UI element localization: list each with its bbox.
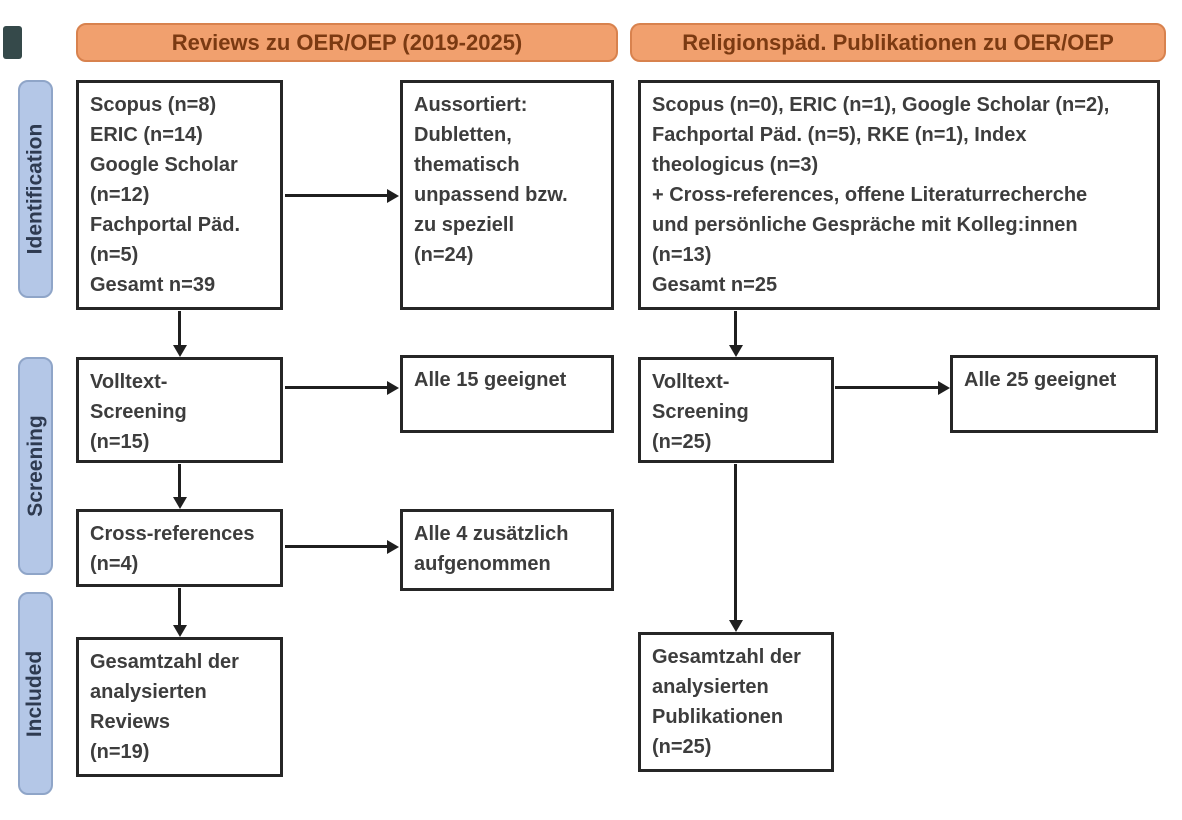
arrow-head-icon xyxy=(729,620,743,632)
arrow-shaft xyxy=(178,311,181,348)
arrow-head-icon xyxy=(387,189,399,203)
stage-label-screening: Screening xyxy=(18,357,53,575)
arrow-shaft xyxy=(285,386,390,389)
arrow-left-fulltext-to-result xyxy=(285,381,399,395)
flow-box-right-fulltext-screening: Volltext- Screening (n=25) xyxy=(638,357,834,463)
arrow-head-icon xyxy=(387,381,399,395)
stage-label-included-text: Included xyxy=(23,650,47,737)
arrow-head-icon xyxy=(938,381,950,395)
arrow-right-fulltext-down xyxy=(729,464,743,632)
flow-box-right-sources: Scopus (n=0), ERIC (n=1), Google Scholar… xyxy=(638,80,1160,310)
arrow-shaft xyxy=(835,386,941,389)
stage-label-screening-text: Screening xyxy=(23,415,47,517)
flow-box-left-fulltext-result: Alle 15 geeignet xyxy=(400,355,614,433)
corner-artifact-square xyxy=(3,26,22,59)
flow-box-right-included-total: Gesamtzahl der analysierten Publikatione… xyxy=(638,632,834,772)
arrow-left-sources-down xyxy=(173,311,187,357)
arrow-shaft xyxy=(285,194,390,197)
flow-box-left-excluded: Aussortiert: Dubletten, thematisch unpas… xyxy=(400,80,614,310)
arrow-left-fulltext-down xyxy=(173,464,187,509)
arrow-shaft xyxy=(734,464,737,623)
arrow-shaft xyxy=(734,311,737,348)
arrow-shaft xyxy=(178,588,181,628)
arrow-head-icon xyxy=(173,625,187,637)
arrow-head-icon xyxy=(387,540,399,554)
stage-label-identification: Identification xyxy=(18,80,53,298)
arrow-shaft xyxy=(285,545,390,548)
flow-box-left-included-total: Gesamtzahl der analysierten Reviews (n=1… xyxy=(76,637,283,777)
column-header-religionspaed: Religionspäd. Publikationen zu OER/OEP xyxy=(630,23,1166,62)
arrow-right-sources-down xyxy=(729,311,743,357)
flow-box-left-sources: Scopus (n=8) ERIC (n=14) Google Scholar … xyxy=(76,80,283,310)
arrow-left-crossref-to-result xyxy=(285,540,399,554)
flow-box-left-crossreferences: Cross-references (n=4) xyxy=(76,509,283,587)
column-header-reviews: Reviews zu OER/OEP (2019-2025) xyxy=(76,23,618,62)
arrow-left-crossref-down xyxy=(173,588,187,637)
stage-label-identification-text: Identification xyxy=(23,123,47,255)
arrow-head-icon xyxy=(173,497,187,509)
flow-box-left-fulltext-screening: Volltext- Screening (n=15) xyxy=(76,357,283,463)
stage-label-included: Included xyxy=(18,592,53,795)
arrow-head-icon xyxy=(729,345,743,357)
arrow-head-icon xyxy=(173,345,187,357)
arrow-shaft xyxy=(178,464,181,500)
flow-box-left-crossref-result: Alle 4 zusätzlich aufgenommen xyxy=(400,509,614,591)
arrow-left-sources-to-excluded xyxy=(285,189,399,203)
arrow-right-fulltext-to-result xyxy=(835,381,950,395)
flow-box-right-fulltext-result: Alle 25 geeignet xyxy=(950,355,1158,433)
